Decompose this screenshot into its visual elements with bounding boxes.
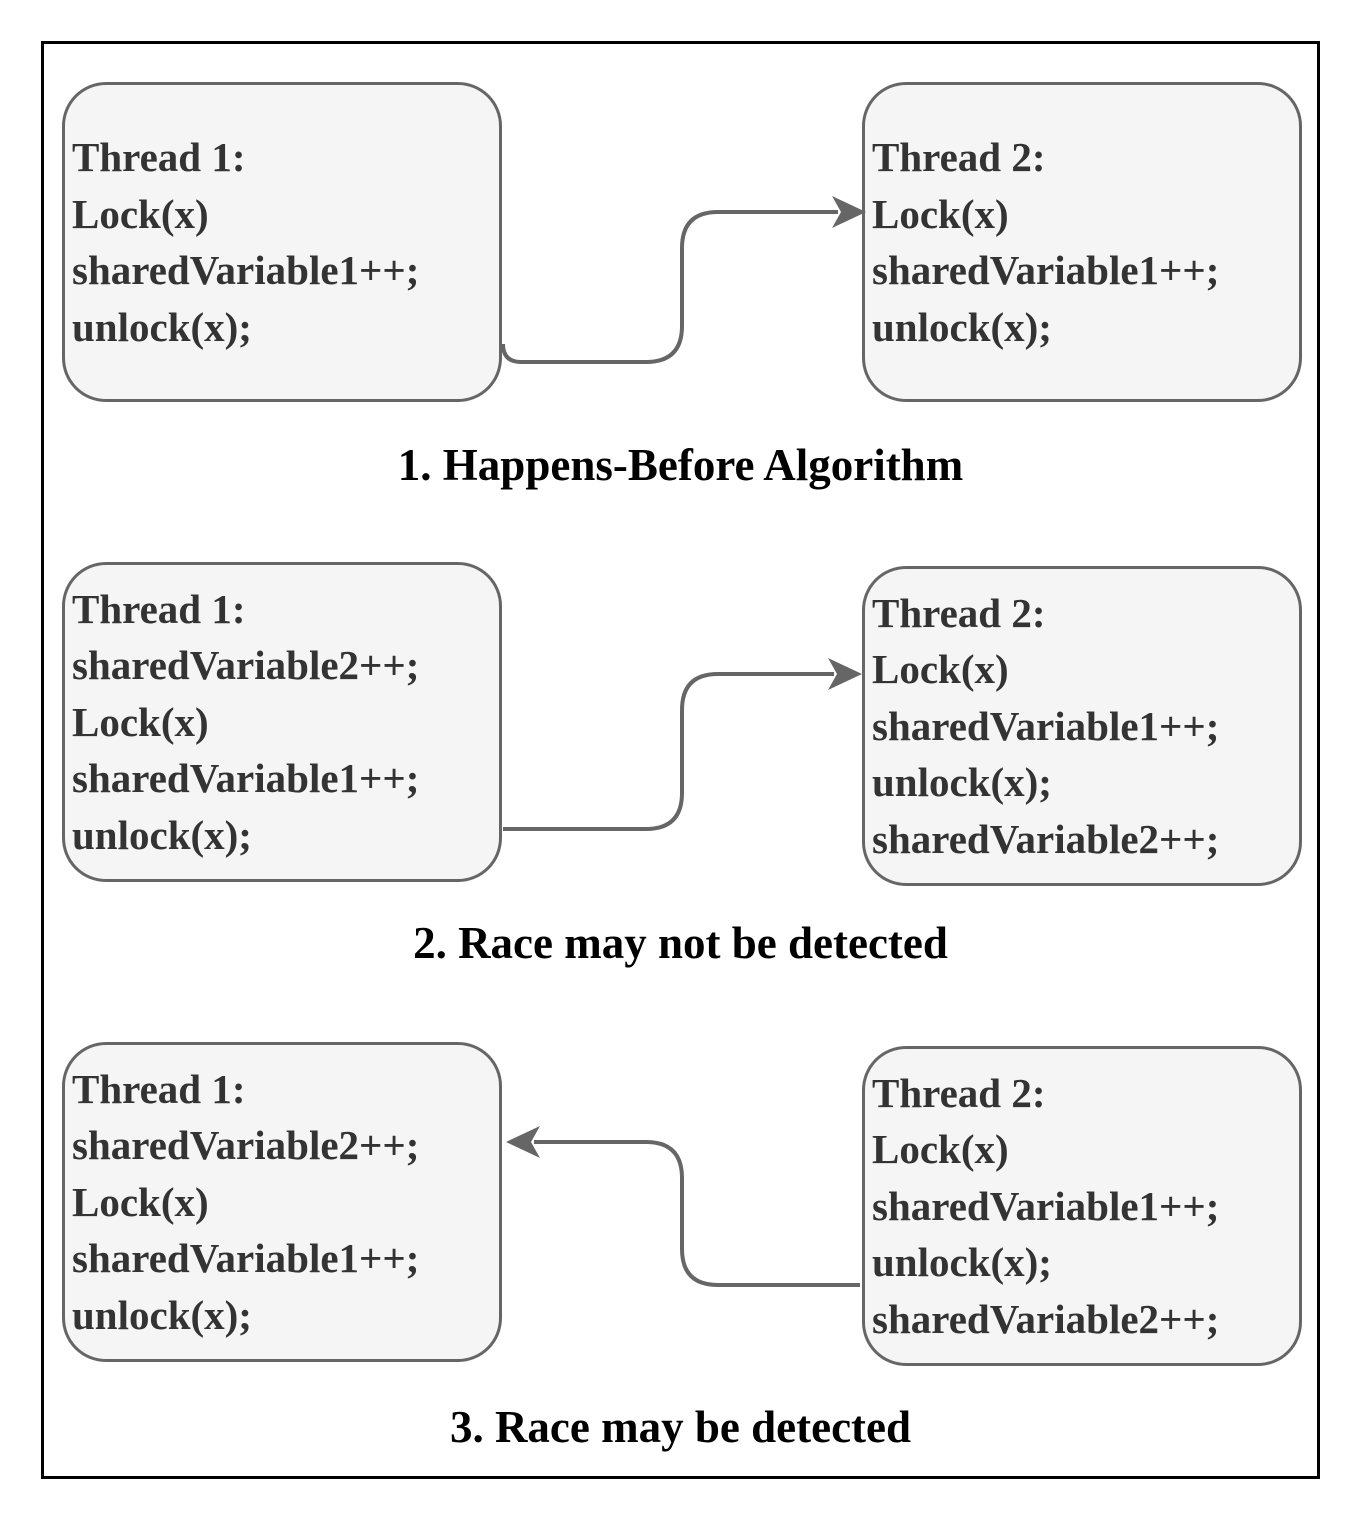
panel-2-caption: 2. Race may not be detected	[413, 918, 948, 968]
panel-3-caption: 3. Race may be detected	[449, 1402, 912, 1452]
thread-line: sharedVariable1++;	[72, 755, 420, 802]
panel-3-thread-1-box: Thread 1: sharedVariable2++; Lock(x) sha…	[62, 1042, 502, 1362]
panel-1-thread-2-box: Thread 2: Lock(x) sharedVariable1++; unl…	[862, 82, 1302, 402]
thread-line: unlock(x);	[72, 303, 252, 350]
thread-line: sharedVariable2++;	[72, 642, 420, 689]
panel-3-thread-2-box: Thread 2: Lock(x) sharedVariable1++; unl…	[862, 1046, 1302, 1366]
thread-line: sharedVariable1++;	[872, 1182, 1220, 1229]
thread-line: sharedVariable1++;	[872, 247, 1220, 293]
panel-1-caption: 1. Happens-Before Algorithm	[397, 440, 964, 490]
thread-line: sharedVariable2++;	[72, 1122, 420, 1169]
thread-line: Lock(x)	[872, 190, 1009, 237]
thread-line: Thread 1:	[72, 585, 246, 632]
thread-line: Thread 2:	[872, 1069, 1046, 1116]
thread-line: Thread 1:	[72, 134, 246, 180]
thread-line: unlock(x);	[72, 811, 252, 858]
thread-line: Thread 1:	[72, 1065, 246, 1112]
diagram-frame	[41, 41, 1320, 1479]
thread-line: Lock(x)	[72, 698, 209, 745]
panel-1-thread-1-box: Thread 1: Lock(x) sharedVariable1++; unl…	[62, 82, 502, 402]
panel-2-thread-1-box: Thread 1: sharedVariable2++; Lock(x) sha…	[62, 562, 502, 882]
thread-line: unlock(x);	[72, 1291, 252, 1338]
thread-line: Lock(x)	[72, 190, 209, 237]
thread-line: sharedVariable2++;	[872, 815, 1220, 862]
panel-2-thread-2-box: Thread 2: Lock(x) sharedVariable1++; unl…	[862, 566, 1302, 886]
thread-line: sharedVariable1++;	[872, 702, 1220, 749]
thread-line: unlock(x);	[872, 303, 1052, 350]
thread-line: unlock(x);	[872, 759, 1052, 806]
thread-line: Lock(x)	[872, 1126, 1009, 1173]
thread-line: sharedVariable1++;	[72, 1235, 420, 1282]
thread-line: unlock(x);	[872, 1239, 1052, 1286]
thread-line: Thread 2:	[872, 134, 1046, 180]
thread-line: sharedVariable2++;	[872, 1295, 1220, 1342]
thread-line: Thread 2:	[872, 589, 1046, 636]
thread-line: sharedVariable1++;	[72, 247, 420, 293]
thread-line: Lock(x)	[72, 1178, 209, 1225]
thread-line: Lock(x)	[872, 646, 1009, 693]
